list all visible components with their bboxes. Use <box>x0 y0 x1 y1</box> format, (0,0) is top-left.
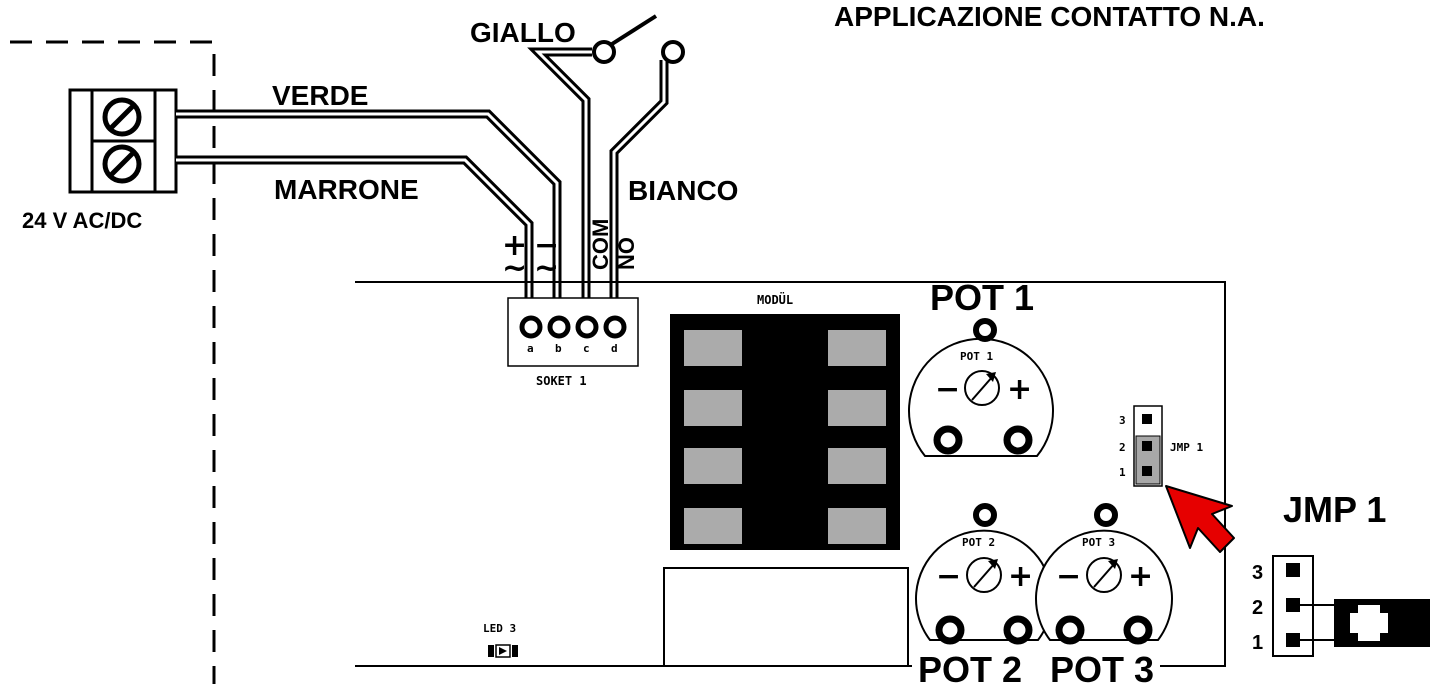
pot3-small-label: POT 3 <box>1082 536 1115 549</box>
socket-pin-b: b <box>555 342 562 355</box>
wire-label-bianco: BIANCO <box>628 175 738 206</box>
terminal-tilde-2: ~ <box>534 251 559 286</box>
terminal-com: COM <box>588 219 613 270</box>
terminal-minus: − <box>534 228 559 263</box>
pot3-label: POT 3 <box>1050 649 1154 684</box>
pot1-trimmer: POT 1 − + <box>908 318 1054 457</box>
wire-label-verde: VERDE <box>272 80 368 111</box>
pot2-minus: − <box>936 559 961 594</box>
jumper-on-board: 3 2 1 JMP 1 <box>1119 405 1203 487</box>
pot2-trimmer: POT 2 − + <box>915 503 1053 645</box>
module-chip <box>670 314 900 550</box>
led-label: LED 3 <box>483 622 516 635</box>
power-label: 24 V AC/DC <box>22 208 142 233</box>
power-terminal-block <box>68 88 178 194</box>
pot1-small-label: POT 1 <box>960 350 993 363</box>
screw-icon <box>102 97 142 137</box>
pot2-plus: + <box>1008 559 1033 594</box>
pot3-trimmer: POT 3 − + <box>1035 503 1173 645</box>
screw-icon <box>102 144 142 184</box>
socket-pin-a: a <box>527 342 534 355</box>
socket-1: a b c d <box>507 297 639 367</box>
socket-label: SOKET 1 <box>536 374 587 388</box>
jumper-small-label: JMP 1 <box>1170 441 1203 454</box>
enclosure-outline <box>10 40 216 684</box>
wire-label-giallo: GIALLO <box>470 17 576 48</box>
pot2-label: POT 2 <box>918 649 1022 684</box>
jumper-detail: 3 2 1 <box>1252 555 1430 657</box>
pot2-small-label: POT 2 <box>962 536 995 549</box>
jumper-pin-1: 1 <box>1252 632 1263 654</box>
socket-pin-d: d <box>611 342 618 355</box>
diagram-title: APPLICAZIONE CONTATTO N.A. <box>834 1 1265 32</box>
terminal-no: NO <box>614 237 639 270</box>
pcb-outline <box>355 281 1226 667</box>
led-icon <box>488 644 518 658</box>
jumper-small-pin-1: 1 <box>1119 466 1126 479</box>
module-label: MODÜL <box>757 292 793 307</box>
socket-pin-c: c <box>583 342 590 355</box>
jumper-pin-3: 3 <box>1252 562 1263 584</box>
switch-contact <box>592 14 685 64</box>
pot3-plus: + <box>1128 559 1153 594</box>
jumper-pin-2: 2 <box>1252 597 1263 619</box>
wires-inner <box>176 50 666 298</box>
pot1-label: POT 1 <box>930 277 1034 318</box>
terminal-tilde-1: ~ <box>502 251 527 286</box>
pot3-minus: − <box>1056 559 1081 594</box>
wire-label-marrone: MARRONE <box>274 174 419 205</box>
red-arrow-icon <box>1165 485 1235 553</box>
pot1-minus: − <box>935 372 960 407</box>
terminal-plus: + <box>502 228 527 263</box>
jumper-small-pin-3: 3 <box>1119 414 1126 427</box>
jumper-small-pin-2: 2 <box>1119 441 1126 454</box>
jumper-label: JMP 1 <box>1283 489 1386 530</box>
pot1-plus: + <box>1007 372 1032 407</box>
